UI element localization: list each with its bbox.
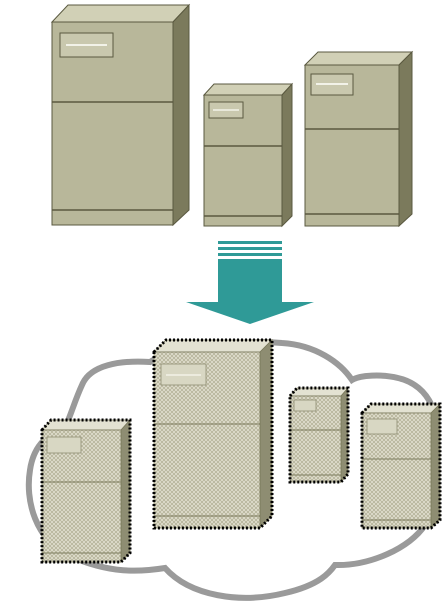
virtual-server-3: [288, 386, 350, 484]
physical-server-2: [202, 82, 294, 228]
virtual-server-1: [40, 418, 132, 564]
virtual-server-2: [152, 338, 274, 530]
physical-server-1: [50, 3, 191, 227]
physical-servers-group: [50, 3, 414, 228]
virtual-servers-group: [40, 338, 442, 564]
transform-arrow: [186, 241, 314, 324]
physical-server-3: [303, 50, 414, 228]
virtual-server-4: [360, 402, 442, 530]
